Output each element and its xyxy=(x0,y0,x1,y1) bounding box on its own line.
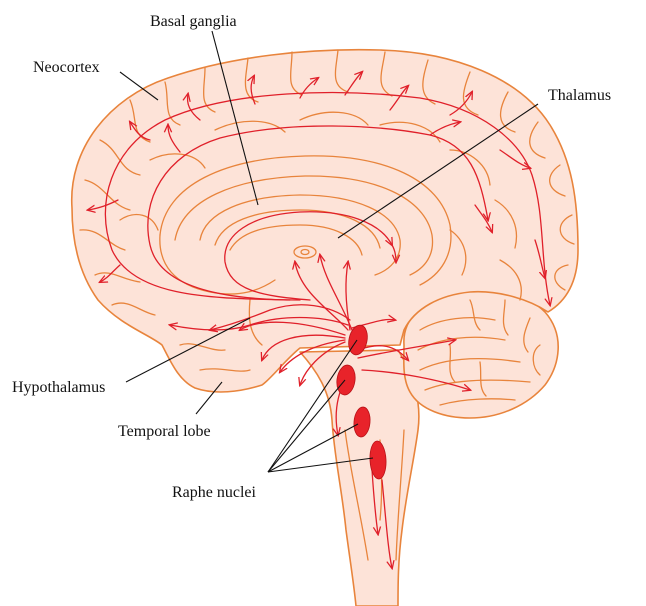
label-raphe-nuclei: Raphe nuclei xyxy=(172,484,257,501)
label-temporal-lobe: Temporal lobe xyxy=(118,423,211,440)
label-hypothalamus: Hypothalamus xyxy=(12,379,105,396)
label-neocortex: Neocortex xyxy=(33,59,100,76)
label-basal-ganglia: Basal ganglia xyxy=(150,13,237,30)
label-thalamus: Thalamus xyxy=(548,87,611,104)
